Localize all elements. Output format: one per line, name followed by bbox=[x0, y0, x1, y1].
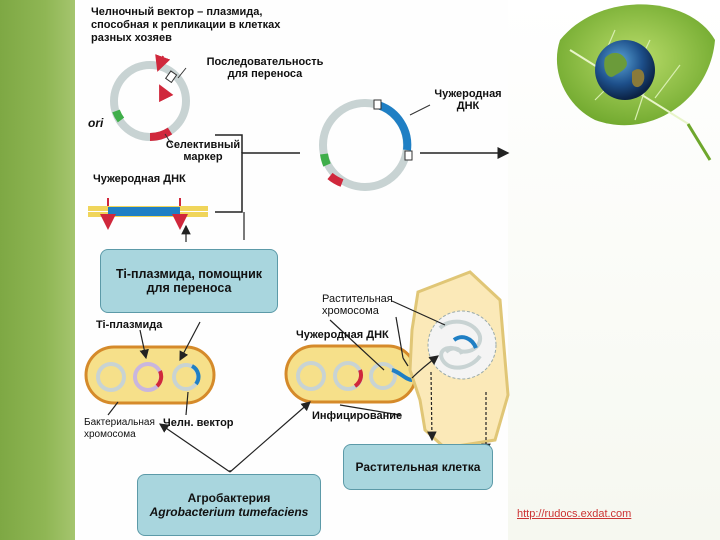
plant-cell-text: Растительная клетка bbox=[355, 460, 481, 474]
ti-helper-text: Ti-плазмида, помощник для переноса bbox=[115, 267, 263, 295]
plant-cell bbox=[391, 270, 510, 454]
plant-cell-box: Растительная клетка bbox=[343, 444, 493, 490]
selective-marker-label: Селективный маркер bbox=[165, 139, 241, 163]
ti-plasmid-label: Ti-плазмида bbox=[96, 319, 163, 331]
shuttle-plasmid bbox=[110, 54, 190, 146]
shuttle-vector-label: Челн. вектор bbox=[163, 417, 234, 429]
transfer-seq-label: Последовательность для переноса bbox=[206, 56, 324, 80]
infection-label: Инфицирование bbox=[312, 410, 403, 422]
agro-line2: Agrobacterium tumefaciens bbox=[149, 505, 309, 519]
recombinant-plasmid bbox=[319, 99, 431, 191]
left-green-band bbox=[0, 0, 75, 540]
source-link[interactable]: http://rudocs.exdat.com bbox=[517, 508, 632, 520]
bacterium-right bbox=[284, 319, 418, 404]
foreign-dna-label-right: Чужеродная ДНК bbox=[434, 88, 502, 112]
agro-line1: Агробактерия bbox=[187, 491, 271, 505]
bacterium-left bbox=[84, 321, 216, 416]
shuttle-vector-title: Челночный вектор – плазмида, способная к… bbox=[91, 6, 281, 44]
leaf-globe-icon bbox=[556, 4, 715, 161]
foreign-dna-label-top: Чужеродная ДНК bbox=[93, 173, 186, 185]
ti-helper-box: Ti-плазмида, помощник для переноса bbox=[100, 249, 278, 313]
ori-label: ori bbox=[88, 116, 104, 130]
agrobacterium-box: Агробактерия Agrobacterium tumefaciens bbox=[137, 474, 321, 536]
foreign-dna-bar bbox=[88, 198, 208, 230]
plant-chromosome-label: Растительная хромосома bbox=[322, 293, 393, 317]
bacterial-chromosome-label: Бактериальная хромосома bbox=[84, 417, 155, 440]
foreign-dna-label-mid: Чужеродная ДНК bbox=[296, 329, 389, 341]
